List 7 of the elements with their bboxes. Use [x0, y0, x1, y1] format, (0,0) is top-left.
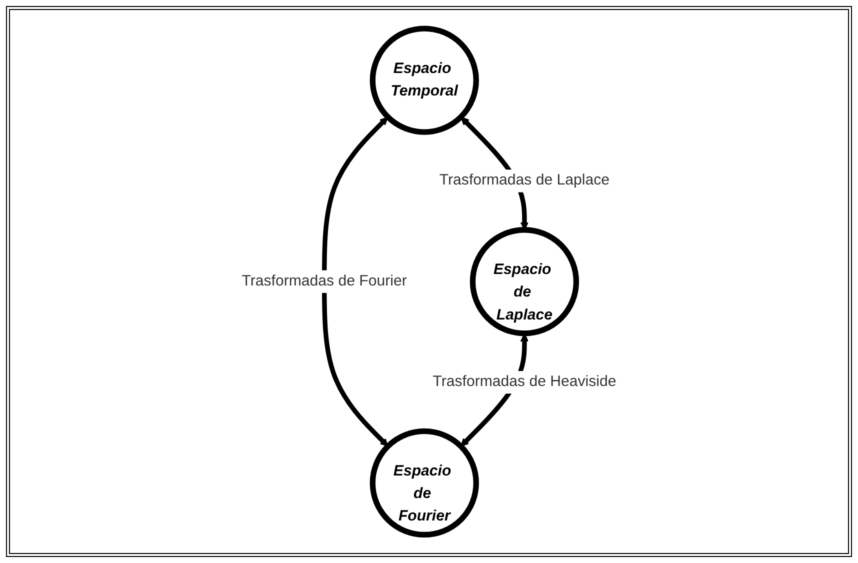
- node-circle: Espacio de Laplace: [470, 226, 580, 336]
- arrow: [322, 116, 388, 447]
- edge-label: Trasformadas de Laplace: [439, 172, 610, 188]
- node-circle: Espacio de Fourier: [370, 428, 479, 538]
- node-circle: Espacio Temporal: [370, 26, 479, 135]
- edge-label: Trasformadas de Fourier: [242, 273, 407, 290]
- edge-label: Trasformadas de Heaviside: [432, 374, 616, 390]
